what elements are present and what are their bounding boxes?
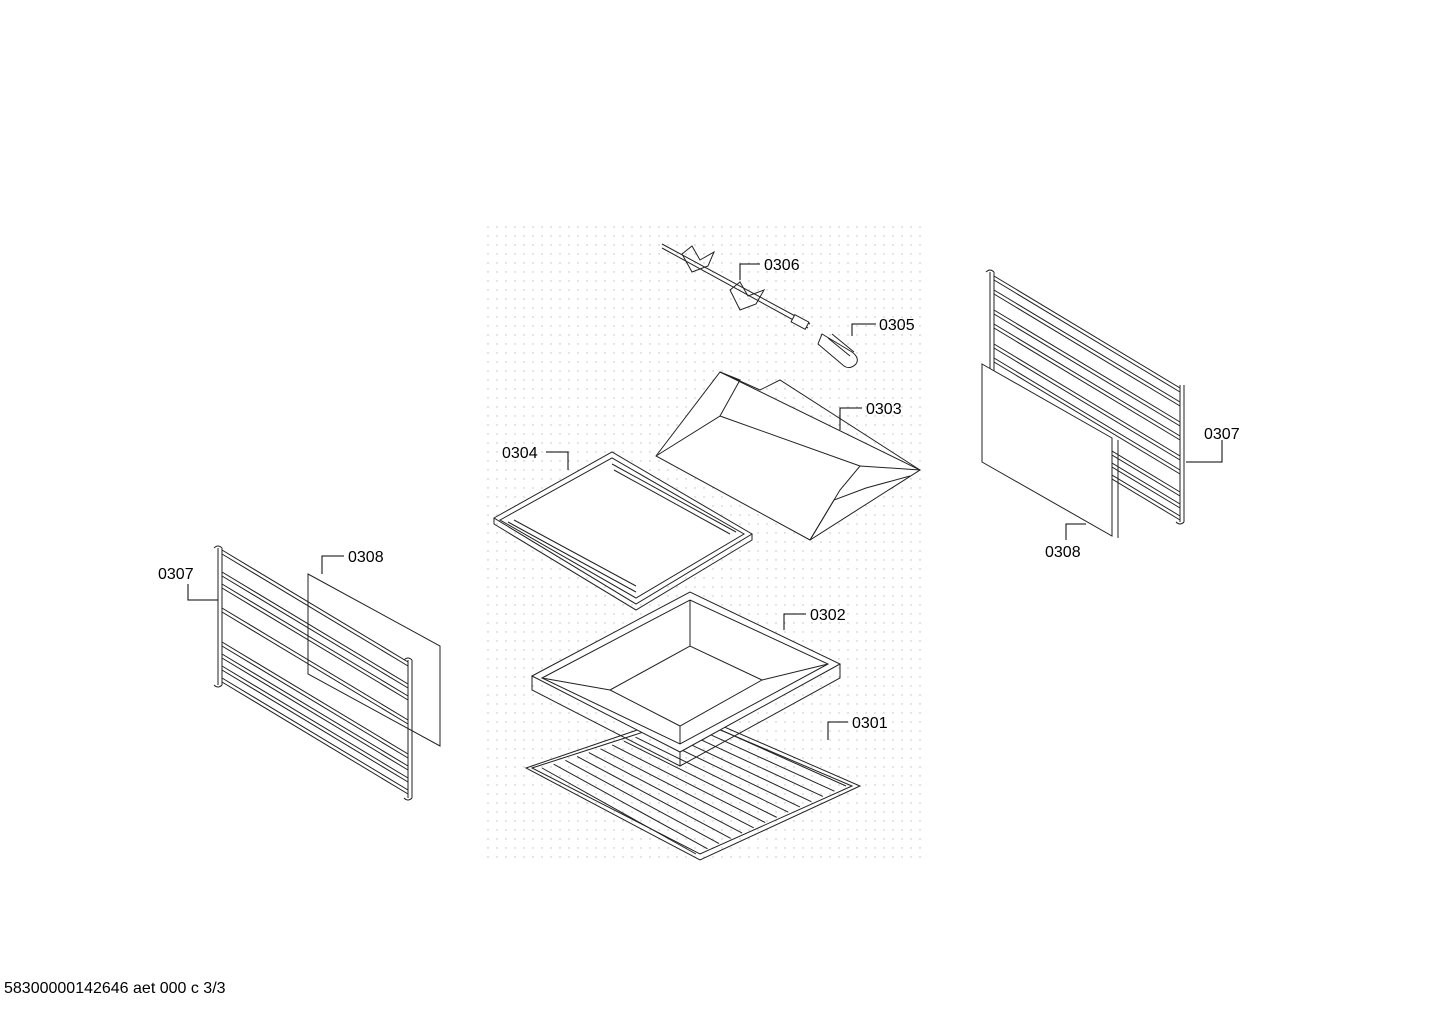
left-side-rack <box>213 545 413 801</box>
right-side-panel <box>981 363 1119 538</box>
part-label-0302: 0302 <box>810 607 846 624</box>
insert-tray <box>655 371 922 541</box>
part-label-0308-left: 0308 <box>348 549 384 566</box>
part-label-0301: 0301 <box>852 715 888 732</box>
part-label-0307-right: 0307 <box>1204 426 1240 443</box>
document-footer-code: 58300000142646 aet 000 c 3/3 <box>4 980 226 997</box>
left-side-panel <box>307 573 441 747</box>
leader-lines <box>187 263 1223 740</box>
part-label-0303: 0303 <box>866 401 902 418</box>
spit-handle <box>817 333 858 369</box>
rotisserie-spit <box>661 243 811 330</box>
part-label-0307-left: 0307 <box>158 566 194 583</box>
wire-shelf <box>524 711 862 861</box>
part-label-0308-right: 0308 <box>1045 544 1081 561</box>
part-label-0306: 0306 <box>764 257 800 274</box>
baking-sheet <box>493 451 753 611</box>
part-label-0304: 0304 <box>502 445 538 462</box>
part-label-0305: 0305 <box>879 317 915 334</box>
deep-tray <box>530 591 842 767</box>
